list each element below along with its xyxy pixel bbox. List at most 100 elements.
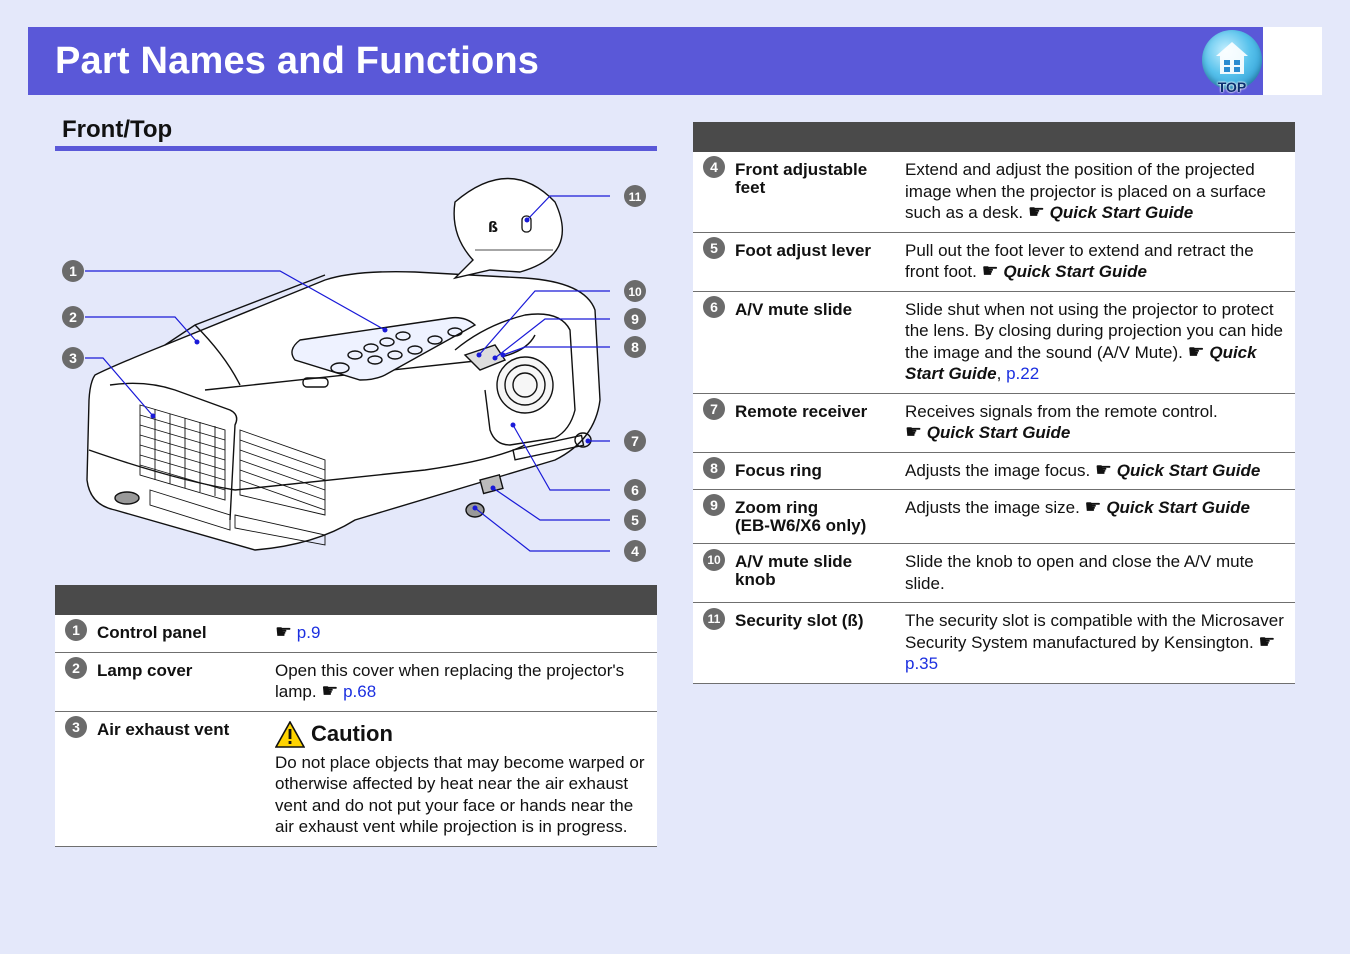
svg-text:6: 6	[631, 482, 639, 498]
svg-text:11: 11	[629, 190, 642, 204]
callout-8: 8	[624, 336, 646, 358]
quick-start-guide-link[interactable]: Quick Start Guide	[1003, 262, 1147, 281]
table-row: 4 Front adjustable feet Extend and adjus…	[693, 152, 1295, 233]
number-badge: 6	[703, 295, 725, 318]
part-description: Adjusts the image focus.	[905, 460, 1091, 480]
part-description: Extend and adjust the position of the pr…	[905, 160, 1266, 222]
table-row: 10 A/V mute slide knob Slide the knob to…	[693, 543, 1295, 603]
part-name-line2: (EB-W6/X6 only)	[735, 516, 867, 535]
table-row: 6 A/V mute slide Slide shut when not usi…	[693, 291, 1295, 394]
warning-triangle-icon	[275, 720, 305, 748]
svg-text:5: 5	[631, 512, 639, 528]
number-badge: 9	[703, 494, 725, 516]
table-header-row	[55, 585, 657, 615]
callout-6: 6	[624, 479, 646, 501]
svg-text:8: 8	[631, 339, 639, 355]
number-badge: 5	[703, 236, 725, 259]
pointing-hand-icon: ☛	[1187, 341, 1205, 363]
number-badge: 1	[65, 619, 87, 641]
table-row: 11 Security slot (ß) The security slot i…	[693, 602, 1295, 684]
page-link[interactable]: p.22	[1006, 364, 1040, 383]
header-corner	[1263, 27, 1322, 95]
table-row: 2 Lamp cover Open this cover when replac…	[55, 652, 657, 712]
table-row: 1 Control panel ☛ p.9	[55, 615, 657, 653]
callout-10: 10	[624, 280, 646, 302]
pointing-hand-icon: ☛	[1027, 202, 1045, 223]
caution-title: Caution	[311, 721, 393, 747]
svg-text:9: 9	[631, 311, 639, 327]
pointing-hand-icon: ☛	[321, 681, 339, 702]
part-description: Adjusts the image size.	[905, 498, 1080, 517]
number-badge: 4	[703, 156, 725, 178]
number-badge: 3	[65, 715, 87, 738]
part-name: Zoom ring (EB-W6/X6 only)	[735, 489, 905, 544]
header-bar	[28, 27, 1263, 95]
svg-text:10: 10	[628, 285, 642, 299]
svg-text:4: 4	[631, 543, 639, 559]
left-parts-table: 1 Control panel ☛ p.9 2 Lamp cover Open …	[55, 585, 657, 847]
quick-start-guide-link[interactable]: Quick Start Guide	[905, 342, 1257, 384]
part-name: A/V mute slide knob	[735, 543, 905, 603]
table-row: 5 Foot adjust lever Pull out the foot le…	[693, 232, 1295, 292]
part-description: The security slot is compatible with the…	[905, 611, 1284, 652]
callout-7: 7	[624, 430, 646, 452]
top-button[interactable]: TOP	[1201, 30, 1263, 95]
svg-text:1: 1	[69, 263, 77, 279]
svg-text:2: 2	[69, 309, 77, 325]
part-name: Foot adjust lever	[735, 232, 905, 292]
callout-3: 3	[62, 347, 84, 369]
quick-start-guide-link[interactable]: Quick Start Guide	[1049, 203, 1194, 222]
number-badge: 10	[703, 549, 725, 571]
part-name: Front adjustable feet	[735, 152, 905, 233]
part-name: Air exhaust vent	[97, 711, 275, 847]
top-label: TOP	[1217, 79, 1247, 95]
lock-icon: ß	[847, 611, 858, 630]
globe-home-icon	[1202, 30, 1262, 90]
callout-11: 11	[624, 185, 646, 207]
number-badge: 8	[703, 456, 725, 479]
section-title: Front/Top	[62, 116, 173, 143]
svg-text:7: 7	[631, 433, 639, 449]
part-name-line1: Zoom ring	[735, 498, 819, 517]
right-parts-table: 4 Front adjustable feet Extend and adjus…	[693, 122, 1295, 684]
part-name: Lamp cover	[97, 652, 275, 712]
page-link[interactable]: p.68	[343, 682, 377, 701]
pointing-hand-icon: ☛	[1094, 459, 1112, 481]
part-name: Security slot (ß)	[735, 602, 905, 684]
svg-text:ß: ß	[488, 220, 498, 236]
part-description: Open this cover when replacing the proje…	[275, 660, 625, 702]
table-row: 3 Air exhaust vent Caution Do not place …	[55, 711, 657, 847]
part-description: Receives signals from the remote control…	[905, 401, 1218, 421]
section-rule	[55, 146, 657, 151]
table-row: 9 Zoom ring (EB-W6/X6 only) Adjusts the …	[693, 489, 1295, 544]
pointing-hand-icon: ☛	[981, 261, 999, 282]
part-name-end: )	[857, 611, 864, 630]
pointing-hand-icon: ☛	[275, 622, 293, 643]
part-name: Focus ring	[735, 452, 905, 490]
number-badge: 7	[703, 397, 725, 420]
part-name: Remote receiver	[735, 393, 905, 453]
quick-start-guide-link[interactable]: Quick Start Guide	[926, 423, 1071, 442]
number-badge: 11	[703, 608, 725, 630]
table-row: 8 Focus ring Adjusts the image focus. ☛ …	[693, 452, 1295, 490]
number-badge: 2	[65, 656, 87, 679]
table-header-row	[693, 122, 1295, 152]
part-name: A/V mute slide	[735, 291, 905, 394]
page-link[interactable]: p.35	[905, 654, 939, 673]
caution-text: Do not place objects that may become war…	[275, 752, 645, 837]
projector-illustration: ß 1 2 3 11 10 9 8 7 6 5	[62, 177, 646, 562]
part-name-text: Security slot (	[735, 611, 848, 630]
svg-text:3: 3	[69, 350, 77, 366]
page-link[interactable]: p.9	[296, 623, 321, 642]
callout-5: 5	[624, 509, 646, 531]
callout-4: 4	[624, 540, 646, 562]
quick-start-guide-link[interactable]: Quick Start Guide	[1116, 460, 1261, 480]
part-description: Pull out the foot lever to extend and re…	[905, 240, 1254, 282]
pointing-hand-icon: ☛	[1084, 497, 1102, 518]
quick-start-guide-link[interactable]: Quick Start Guide	[1106, 498, 1250, 517]
caution-heading: Caution	[275, 720, 651, 748]
table-row: 7 Remote receiver Receives signals from …	[693, 393, 1295, 453]
pointing-hand-icon: ☛	[905, 422, 923, 443]
pointing-hand-icon: ☛	[1258, 631, 1276, 653]
part-name: Control panel	[97, 615, 275, 653]
